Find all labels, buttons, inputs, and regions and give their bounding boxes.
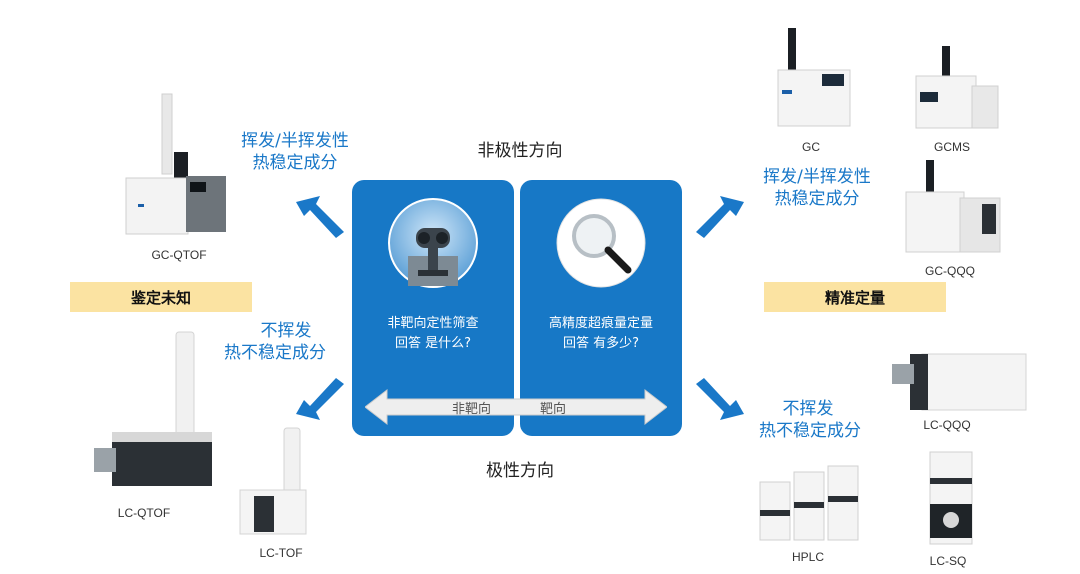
bottom-direction-label: 极性方向 [486, 461, 554, 481]
lc-qtof-instrument-icon [94, 331, 212, 486]
lc-tof-label: LC-TOF [259, 546, 303, 560]
left-volatile-line1: 挥发/半挥发性 [241, 131, 349, 151]
left-panel-untargeted: 非靶向定性筛查 回答 是什么? [352, 180, 514, 436]
left-nonvolatile-line2: 热不稳定成分 [224, 343, 326, 363]
right-volatile-line1: 挥发/半挥发性 [763, 167, 871, 187]
gc-instrument-icon [777, 28, 851, 127]
lc-qtof-label: LC-QTOF [117, 506, 171, 520]
right-volatile-line2: 热稳定成分 [774, 189, 860, 209]
left-panel-line2: 回答 是什么? [394, 336, 472, 351]
lc-sq-instrument-icon [929, 451, 973, 545]
gc-qtof-instrument-icon [125, 93, 226, 235]
arrow-down-left-icon [296, 378, 344, 420]
right-panel-targeted: 高精度超痕量定量 回答 有多少? [520, 180, 682, 436]
arrow-up-left-icon [296, 196, 344, 238]
top-direction-label: 非极性方向 [477, 141, 563, 161]
lc-qqq-label: LC-QQQ [923, 418, 971, 432]
gc-label: GC [802, 140, 820, 154]
hplc-label: HPLC [791, 550, 824, 564]
gc-qqq-label: GC-QQQ [925, 264, 975, 278]
left-panel-line1: 非靶向定性筛查 [387, 316, 479, 331]
gc-qtof-label: GC-QTOF [151, 248, 207, 262]
targeted-spectrum-arrow [365, 388, 667, 426]
targeted-arrow-label: 靶向 [540, 402, 567, 417]
untargeted-arrow-label: 非靶向 [452, 402, 492, 417]
precise-quant-tag: 精准定量 [764, 282, 946, 312]
lc-sq-label: LC-SQ [929, 554, 967, 568]
identify-unknown-tag: 鉴定未知 [70, 282, 252, 312]
gcms-instrument-icon [915, 46, 999, 129]
arrow-down-right-icon [696, 378, 744, 420]
right-panel-line1: 高精度超痕量定量 [548, 316, 653, 331]
right-nonvolatile-line1: 不挥发 [782, 399, 834, 419]
arrow-up-right-icon [696, 196, 744, 238]
binocular-viewer-icon [388, 198, 478, 288]
gcms-label: GCMS [934, 140, 970, 154]
left-nonvolatile-line1: 不挥发 [260, 321, 312, 341]
gc-qqq-instrument-icon [905, 160, 1001, 253]
left-volatile-line2: 热稳定成分 [252, 153, 338, 173]
right-panel-line2: 回答 有多少? [562, 336, 640, 351]
lc-tof-instrument-icon [239, 427, 307, 535]
magnifier-icon [556, 198, 646, 288]
hplc-instrument-icon [759, 465, 859, 541]
lc-qqq-instrument-icon [892, 353, 1027, 411]
right-nonvolatile-line2: 热不稳定成分 [759, 421, 861, 441]
